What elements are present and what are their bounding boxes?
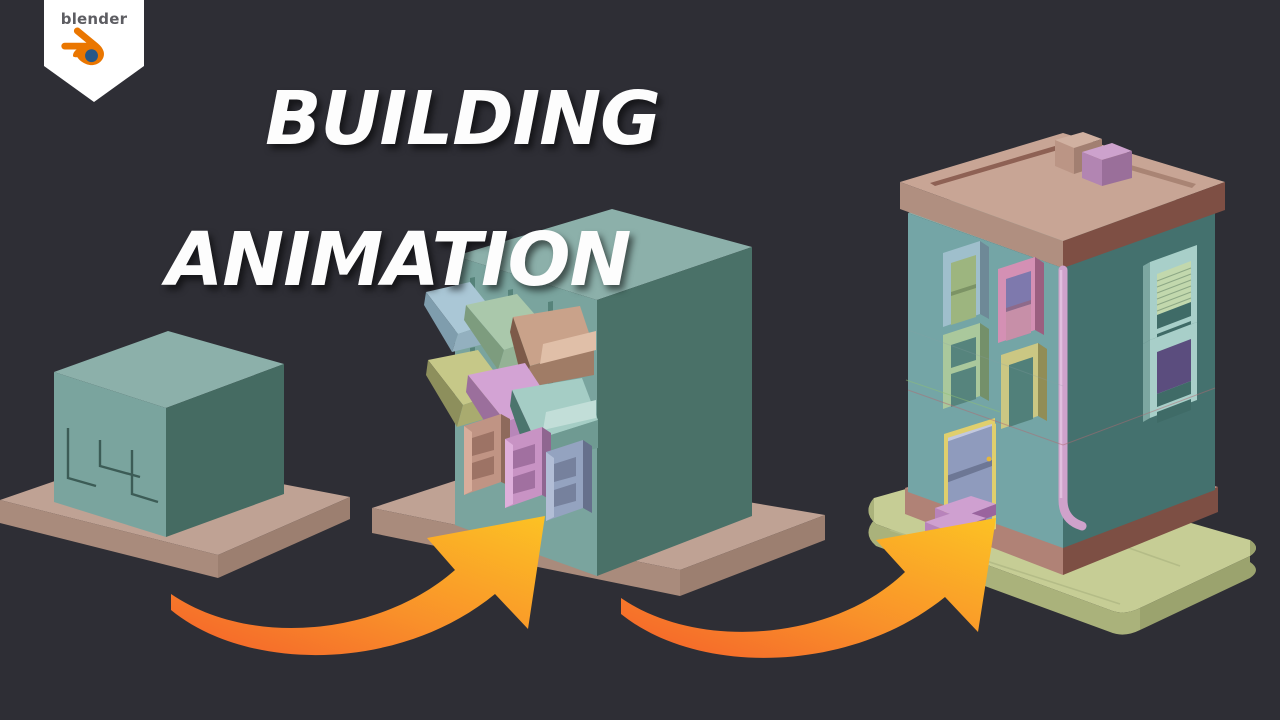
blinds-slats: [1156, 267, 1192, 312]
stage2-placed-frames: [464, 414, 592, 521]
progress-arrow-1: [171, 516, 545, 656]
stage3-drain-pipe: [1058, 265, 1087, 531]
stage3-front-window-4: [1001, 343, 1047, 429]
door-handle-dot: [986, 456, 992, 462]
badge-shield-icon: [44, 0, 144, 102]
stage3-side-window-purple: [1143, 322, 1197, 423]
stage-1-block-out-cube: [0, 331, 350, 578]
stage-2-panels-flying-in: [372, 209, 825, 596]
stage2-flying-panels-row-1: [424, 282, 596, 388]
stage3-roof-slab: [900, 133, 1225, 268]
flying-panel-brown: [510, 306, 596, 388]
title-line-2: ANIMATION: [166, 216, 631, 303]
stage3-front-window-2: [998, 257, 1044, 343]
stage3-front-window-1: [943, 241, 989, 327]
stage1-cut-lines: [66, 428, 159, 504]
stage-3-finished-building: [868, 132, 1256, 635]
blender-logo-icon: [61, 27, 104, 66]
page-title: BUILDING ANIMATION: [166, 14, 661, 436]
stage3-front-window-3: [943, 323, 989, 409]
stage3-chimney-purple: [1082, 143, 1132, 186]
stage2-flying-panels-row-2: [426, 350, 598, 464]
placed-frame-pink: [505, 427, 551, 508]
placed-frame-blue: [546, 440, 592, 521]
placed-frame-tan: [464, 414, 510, 495]
stage1-cube: [54, 331, 284, 537]
progress-arrow-2: [621, 518, 996, 658]
title-line-1: BUILDING: [265, 76, 661, 163]
stage3-axis-guides: [905, 329, 1216, 446]
blender-badge: blender: [38, 0, 150, 106]
stage3-side-window-blinds: [1143, 245, 1197, 345]
